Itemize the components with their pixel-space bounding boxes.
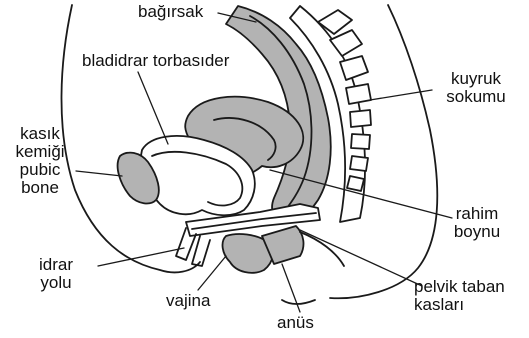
label-urethra-line2: yolu [16,274,96,292]
label-anus: anüs [277,314,314,332]
label-pubic-line4: bone [2,179,78,197]
label-pubic-line3: pubic [2,161,78,179]
leader-bladder [138,72,168,144]
leader-vagina [198,256,226,290]
label-urethra-line1: idrar [16,256,96,274]
label-vagina: vajina [166,292,210,310]
vaginal-opening [192,236,210,266]
leader-pelvic-floor [300,230,422,286]
label-pubic-line1: kasık [2,125,78,143]
label-bowel: bağırsak [138,3,203,21]
label-cervix-line1: rahim [432,205,522,223]
leader-anus [282,264,300,312]
label-cervix-line2: boynu [432,223,522,241]
label-pelvic-floor-line1: pelvik taban [414,278,505,296]
label-tailbone-line1: kuyruk [428,70,524,88]
buttock-curve [282,300,315,304]
label-bladder: bladidrar torbasıder [82,52,229,70]
leader-pubic [76,171,122,176]
label-cervix: rahim boynu [432,205,522,241]
label-tailbone-line2: sokumu [428,88,524,106]
label-urethra: idrar yolu [16,256,96,292]
label-pubic-bone: kasık kemiği pubic bone [2,125,78,197]
label-pubic-line2: kemiği [2,143,78,161]
label-pelvic-floor-line2: kasları [414,296,505,314]
label-pelvic-floor: pelvik taban kasları [414,278,505,314]
pelvic-floor-muscle [300,232,344,266]
label-tailbone: kuyruk sokumu [428,70,524,106]
